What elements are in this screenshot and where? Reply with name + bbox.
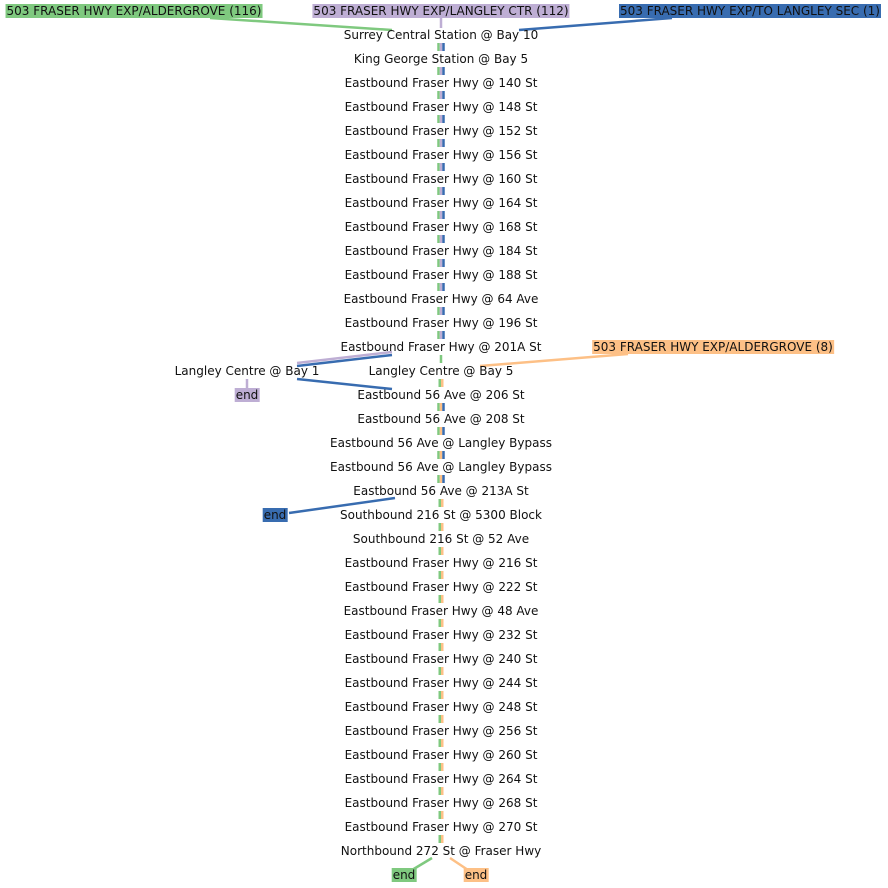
stop-label: Eastbound Fraser Hwy @ 268 St bbox=[344, 796, 538, 810]
stop-label: Eastbound Fraser Hwy @ 152 St bbox=[344, 124, 538, 138]
stop-label: Eastbound 56 Ave @ 213A St bbox=[353, 484, 529, 498]
side-stop-langley-centre-bay1: Langley Centre @ Bay 1 bbox=[174, 364, 320, 378]
stop-label: Southbound 216 St @ 5300 Block bbox=[340, 508, 542, 522]
purple-branch-to-bay1 bbox=[296, 350, 393, 365]
green-start-connector bbox=[209, 16, 393, 32]
stop-label: Eastbound Fraser Hwy @ 240 St bbox=[344, 652, 538, 666]
stop-label: Eastbound Fraser Hwy @ 264 St bbox=[344, 772, 538, 786]
stop-label: Northbound 272 St @ Fraser Hwy bbox=[340, 844, 542, 858]
blue-branch-to-bay1 bbox=[296, 353, 393, 368]
end-tag-orange: end bbox=[463, 868, 489, 882]
stop-label: Eastbound Fraser Hwy @ 270 St bbox=[344, 820, 538, 834]
blue-start-connector bbox=[518, 16, 673, 32]
stop-label: Eastbound Fraser Hwy @ 188 St bbox=[344, 268, 538, 282]
stop-label: Eastbound Fraser Hwy @ 256 St bbox=[344, 724, 538, 738]
stop-label: Eastbound Fraser Hwy @ 168 St bbox=[344, 220, 538, 234]
end-tag-green: end bbox=[391, 868, 417, 882]
stop-label: Eastbound Fraser Hwy @ 201A St bbox=[340, 340, 542, 354]
orange-start-connector bbox=[479, 352, 629, 368]
stop-label: Eastbound Fraser Hwy @ 244 St bbox=[344, 676, 538, 690]
stop-label: Eastbound Fraser Hwy @ 140 St bbox=[344, 76, 538, 90]
stop-label: Eastbound Fraser Hwy @ 222 St bbox=[344, 580, 538, 594]
trunk-segments bbox=[437, 43, 445, 843]
stop-label: Eastbound Fraser Hwy @ 184 St bbox=[344, 244, 538, 258]
stop-label: Eastbound Fraser Hwy @ 216 St bbox=[344, 556, 538, 570]
stop-label: Eastbound 56 Ave @ Langley Bypass bbox=[330, 436, 552, 450]
stop-label: Eastbound Fraser Hwy @ 248 St bbox=[344, 700, 538, 714]
stop-label: Eastbound 56 Ave @ 208 St bbox=[357, 412, 525, 426]
stop-label: Langley Centre @ Bay 5 bbox=[368, 364, 514, 378]
stop-label: Eastbound Fraser Hwy @ 260 St bbox=[344, 748, 538, 762]
blue-branch-from-bay1 bbox=[296, 377, 393, 391]
stop-label: Southbound 216 St @ 52 Ave bbox=[352, 532, 530, 546]
stop-label: King George Station @ Bay 5 bbox=[353, 52, 529, 66]
route-tag-green: 503 FRASER HWY EXP/ALDERGROVE (116) bbox=[5, 4, 263, 18]
blue-end-connector bbox=[288, 496, 396, 515]
stop-label: Eastbound Fraser Hwy @ 164 St bbox=[344, 196, 538, 210]
stop-label: Eastbound Fraser Hwy @ 156 St bbox=[344, 148, 538, 162]
stop-label: Eastbound Fraser Hwy @ 64 Ave bbox=[343, 292, 539, 306]
stop-label: Eastbound 56 Ave @ Langley Bypass bbox=[330, 460, 552, 474]
stop-label: Eastbound Fraser Hwy @ 48 Ave bbox=[343, 604, 539, 618]
stop-label: Eastbound Fraser Hwy @ 160 St bbox=[344, 172, 538, 186]
stop-label: Eastbound Fraser Hwy @ 148 St bbox=[344, 100, 538, 114]
stop-label: Eastbound 56 Ave @ 206 St bbox=[357, 388, 525, 402]
route-tag-purple: 503 FRASER HWY EXP/LANGLEY CTR (112) bbox=[312, 4, 570, 18]
stop-label: Eastbound Fraser Hwy @ 196 St bbox=[344, 316, 538, 330]
route-tag-blue: 503 FRASER HWY EXP/TO LANGLEY SEC (1) bbox=[619, 4, 881, 18]
stop-label: Eastbound Fraser Hwy @ 232 St bbox=[344, 628, 538, 642]
route-tag-orange: 503 FRASER HWY EXP/ALDERGROVE (8) bbox=[592, 340, 834, 354]
stop-label: Surrey Central Station @ Bay 10 bbox=[343, 28, 539, 42]
end-tag-purple: end bbox=[234, 388, 260, 402]
end-tag-blue: end bbox=[262, 508, 288, 522]
